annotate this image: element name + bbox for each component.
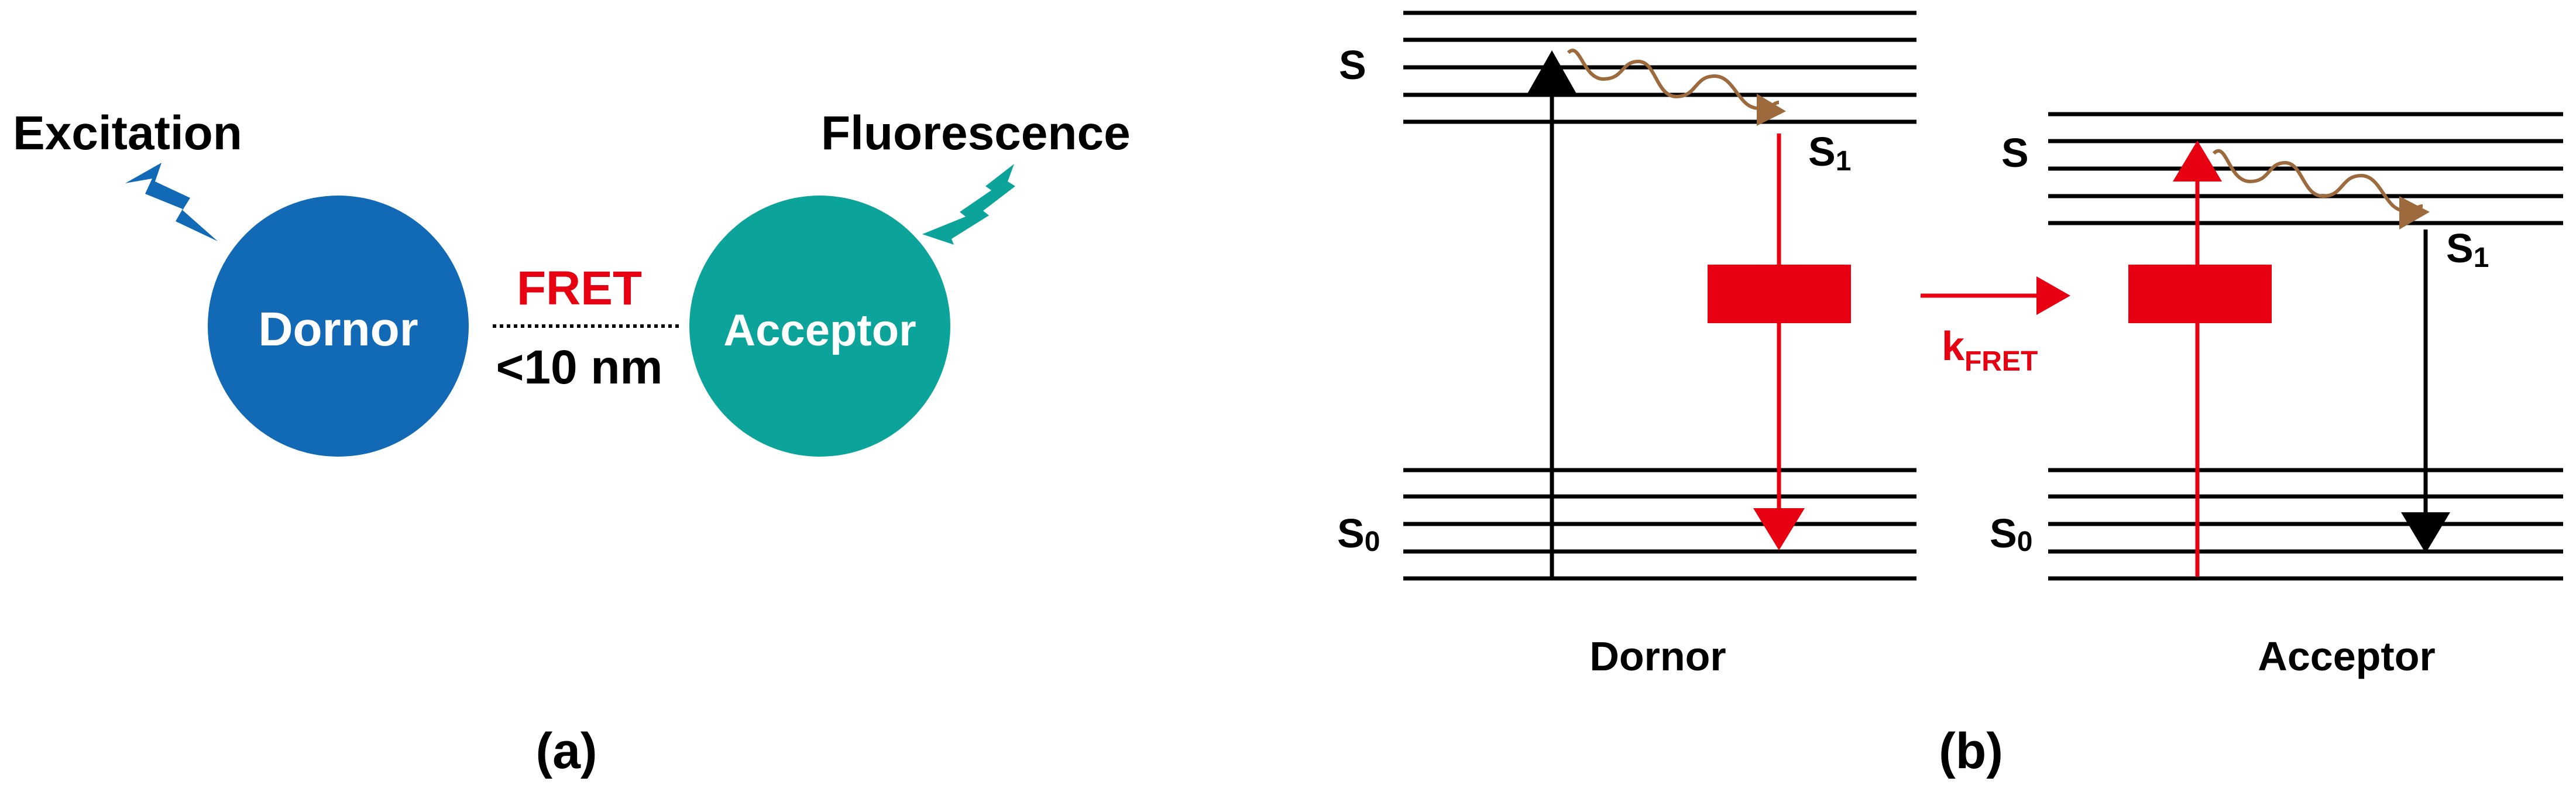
acceptor-excited-state-label: S xyxy=(2001,130,2029,176)
donor-excited-state-label: S xyxy=(1339,42,1366,88)
fluorescence-label: Fluorescence xyxy=(821,107,1131,160)
excitation-label: Excitation xyxy=(13,107,242,160)
acceptor-s0-label: S0 xyxy=(1990,511,2032,557)
panel-b: S S1 S0 kFRET xyxy=(1337,11,2563,779)
acceptor-excitation-arrowhead xyxy=(2173,141,2222,181)
donor-s1-label: S1 xyxy=(1808,129,1851,177)
donor-caption: Dornor xyxy=(1589,633,1726,679)
acceptor-upper-levels xyxy=(2048,112,2563,225)
fret-transfer-arrowhead xyxy=(2036,276,2070,315)
acceptor-caption: Acceptor xyxy=(2258,633,2435,679)
acceptor-relaxation-wave xyxy=(2212,149,2423,213)
donor-s0-label: S0 xyxy=(1337,511,1380,557)
donor-relaxation-arrowhead xyxy=(1757,94,1786,126)
distance-label: <10 nm xyxy=(496,341,663,394)
donor-energy-transfer-block xyxy=(1708,265,1851,323)
donor-circle-label: Dornor xyxy=(258,303,418,356)
fret-label: FRET xyxy=(517,262,642,315)
panel-a: Excitation Fluorescence Dornor Acceptor … xyxy=(13,107,1131,779)
fret-rate-constant-label: kFRET xyxy=(1942,323,2038,377)
panel-a-label: (a) xyxy=(535,723,597,779)
acceptor-circle-label: Acceptor xyxy=(723,306,916,355)
donor-excitation-arrowhead xyxy=(1527,50,1576,94)
panel-b-label: (b) xyxy=(1939,723,2003,779)
acceptor-lower-levels xyxy=(2048,468,2563,581)
fluorescence-lightning-bolt-icon xyxy=(922,164,1015,245)
excitation-lightning-bolt-icon xyxy=(125,163,218,241)
donor-relaxation-wave xyxy=(1567,49,1780,111)
acceptor-energy-transfer-block xyxy=(2128,265,2272,323)
donor-upper-levels xyxy=(1403,11,1916,124)
donor-emission-arrowhead xyxy=(1753,508,1805,550)
donor-lower-levels xyxy=(1403,468,1916,581)
acceptor-circle xyxy=(689,196,950,457)
acceptor-relaxation-arrowhead xyxy=(2399,196,2430,229)
donor-circle xyxy=(208,196,469,457)
acceptor-emission-arrowhead xyxy=(2401,512,2450,553)
acceptor-s1-label: S1 xyxy=(2446,225,2489,273)
